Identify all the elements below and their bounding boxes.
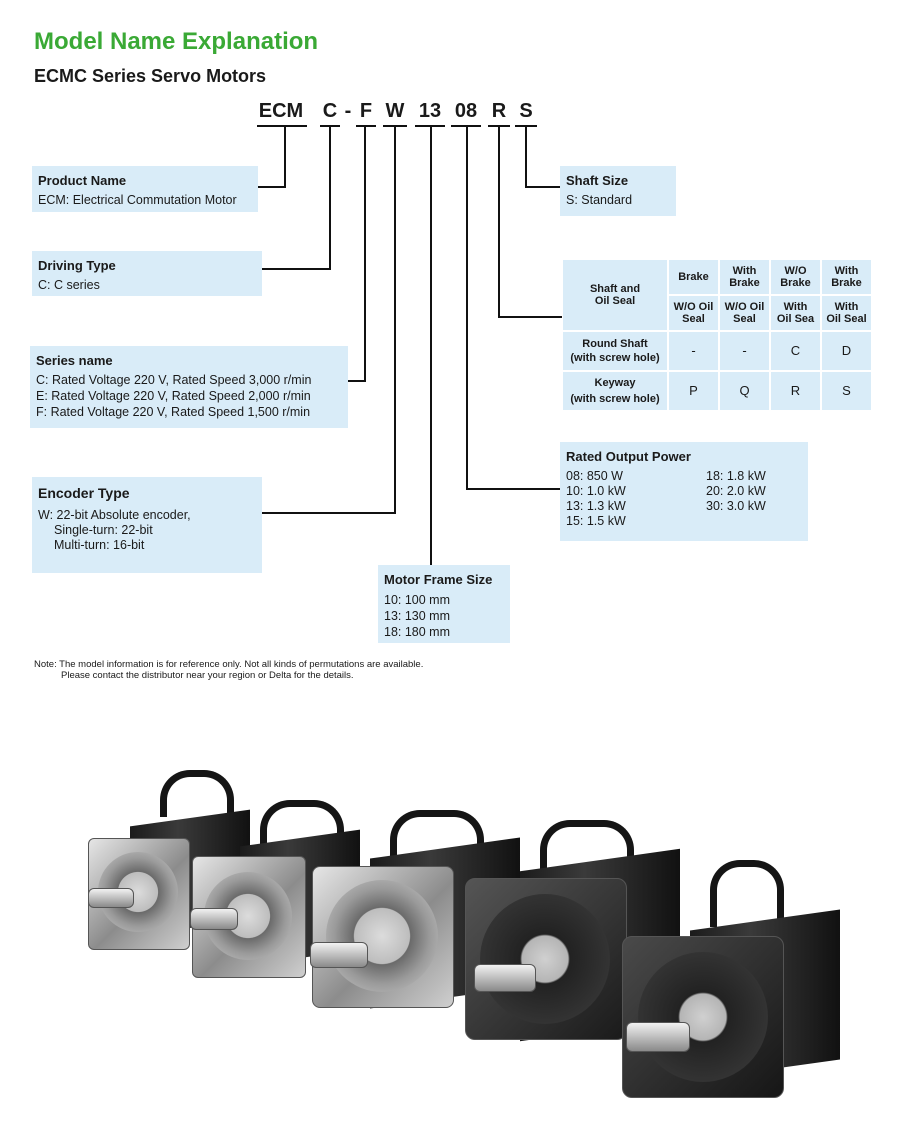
page-subtitle: ECMC Series Servo Motors	[34, 66, 267, 86]
table-cell: Q	[720, 372, 769, 410]
shaft-size-line: S: Standard	[566, 193, 633, 207]
code-part-shaft: R	[491, 100, 507, 122]
note-line: Note: The model information is for refer…	[34, 659, 424, 670]
rated-power-item: 13: 1.3 kW	[566, 499, 626, 513]
underline	[415, 125, 445, 127]
code-part-driving: C	[322, 100, 338, 122]
series-name-line: C: Rated Voltage 220 V, Rated Speed 3,00…	[36, 373, 312, 387]
shaft-size-title: Shaft Size	[566, 173, 629, 188]
code-part-encoder: W	[385, 100, 405, 122]
note-line: Please contact the distributor near your…	[61, 670, 354, 681]
table-row: Keyway (with screw hole) P Q R S	[563, 372, 871, 410]
rated-power-item: 20: 2.0 kW	[706, 484, 766, 498]
table-cell: P	[669, 372, 718, 410]
code-part-shaftsize: S	[519, 100, 533, 122]
table-row: Round Shaft (with screw hole) - - C D	[563, 332, 871, 370]
row-label: Round Shaft (with screw hole)	[563, 332, 667, 370]
underline	[356, 125, 376, 127]
table-header-top: With Brake	[720, 260, 769, 294]
series-name-line: F: Rated Voltage 220 V, Rated Speed 1,50…	[36, 405, 311, 419]
rated-power-item: 15: 1.5 kW	[566, 514, 626, 528]
product-name-line: ECM: Electrical Commutation Motor	[38, 193, 237, 207]
rated-power-box: Rated Output Power 08: 850 W 10: 1.0 kW …	[560, 442, 808, 541]
driving-type-title: Driving Type	[38, 258, 116, 273]
table-cell: S	[822, 372, 871, 410]
underline	[488, 125, 510, 127]
motor-frame-line: 13: 130 mm	[384, 609, 451, 623]
shaft-oil-seal-table: Shaft and Oil Seal Brake With Brake W/O …	[561, 258, 873, 412]
page-title: Model Name Explanation	[34, 28, 319, 55]
table-cell: R	[771, 372, 820, 410]
series-name-line: E: Rated Voltage 220 V, Rated Speed 2,00…	[36, 389, 311, 403]
table-header-bottom: W/O Oil Seal	[720, 296, 769, 330]
motor-frame-title: Motor Frame Size	[384, 572, 493, 587]
motor-frame-box: Motor Frame Size 10: 100 mm 13: 130 mm 1…	[378, 565, 510, 643]
code-part-ecm: ECM	[258, 100, 304, 122]
row-label: Keyway (with screw hole)	[563, 372, 667, 410]
table-header-top: With Brake	[822, 260, 871, 294]
rated-power-item: 08: 850 W	[566, 469, 623, 483]
underline	[320, 125, 340, 127]
rated-power-title: Rated Output Power	[566, 449, 691, 464]
encoder-type-line: W: 22-bit Absolute encoder,	[38, 508, 191, 522]
underline	[257, 125, 307, 127]
driving-type-box: Driving Type C: C series	[32, 251, 262, 296]
code-part-frame: 13	[418, 100, 442, 122]
encoder-type-line: Multi-turn: 16-bit	[54, 538, 145, 552]
code-part-series: F	[359, 100, 373, 122]
rated-power-item: 18: 1.8 kW	[706, 469, 766, 483]
product-name-title: Product Name	[38, 173, 127, 188]
series-name-box: Series name C: Rated Voltage 220 V, Rate…	[30, 346, 348, 428]
encoder-type-title: Encoder Type	[38, 485, 130, 501]
table-header-bottom: With Oil Seal	[822, 296, 871, 330]
note: Note: The model information is for refer…	[34, 659, 423, 681]
driving-type-line: C: C series	[38, 278, 100, 292]
table-header-top: W/O Brake	[771, 260, 820, 294]
underline	[515, 125, 537, 127]
code-part-power: 08	[454, 100, 478, 122]
table-corner: Shaft and Oil Seal	[563, 260, 667, 330]
table-cell: D	[822, 332, 871, 370]
encoder-type-line: Single-turn: 22-bit	[54, 523, 153, 537]
table-cell: -	[720, 332, 769, 370]
code-dash: -	[344, 100, 352, 122]
motor-frame-line: 10: 100 mm	[384, 593, 451, 607]
table-header-bottom: With Oil Sea	[771, 296, 820, 330]
series-name-title: Series name	[36, 353, 113, 368]
product-name-box: Product Name ECM: Electrical Commutation…	[32, 166, 258, 212]
encoder-type-box: Encoder Type W: 22-bit Absolute encoder,…	[32, 477, 262, 573]
underline	[383, 125, 407, 127]
underline	[451, 125, 481, 127]
shaft-size-box: Shaft Size S: Standard	[560, 166, 676, 216]
rated-power-item: 30: 3.0 kW	[706, 499, 766, 513]
table-cell: -	[669, 332, 718, 370]
table-cell: C	[771, 332, 820, 370]
motor-frame-line: 18: 180 mm	[384, 625, 451, 639]
servo-motors-photo	[70, 760, 850, 1110]
table-header-bottom: W/O Oil Seal	[669, 296, 718, 330]
table-header-top: Brake	[669, 260, 718, 294]
rated-power-item: 10: 1.0 kW	[566, 484, 626, 498]
